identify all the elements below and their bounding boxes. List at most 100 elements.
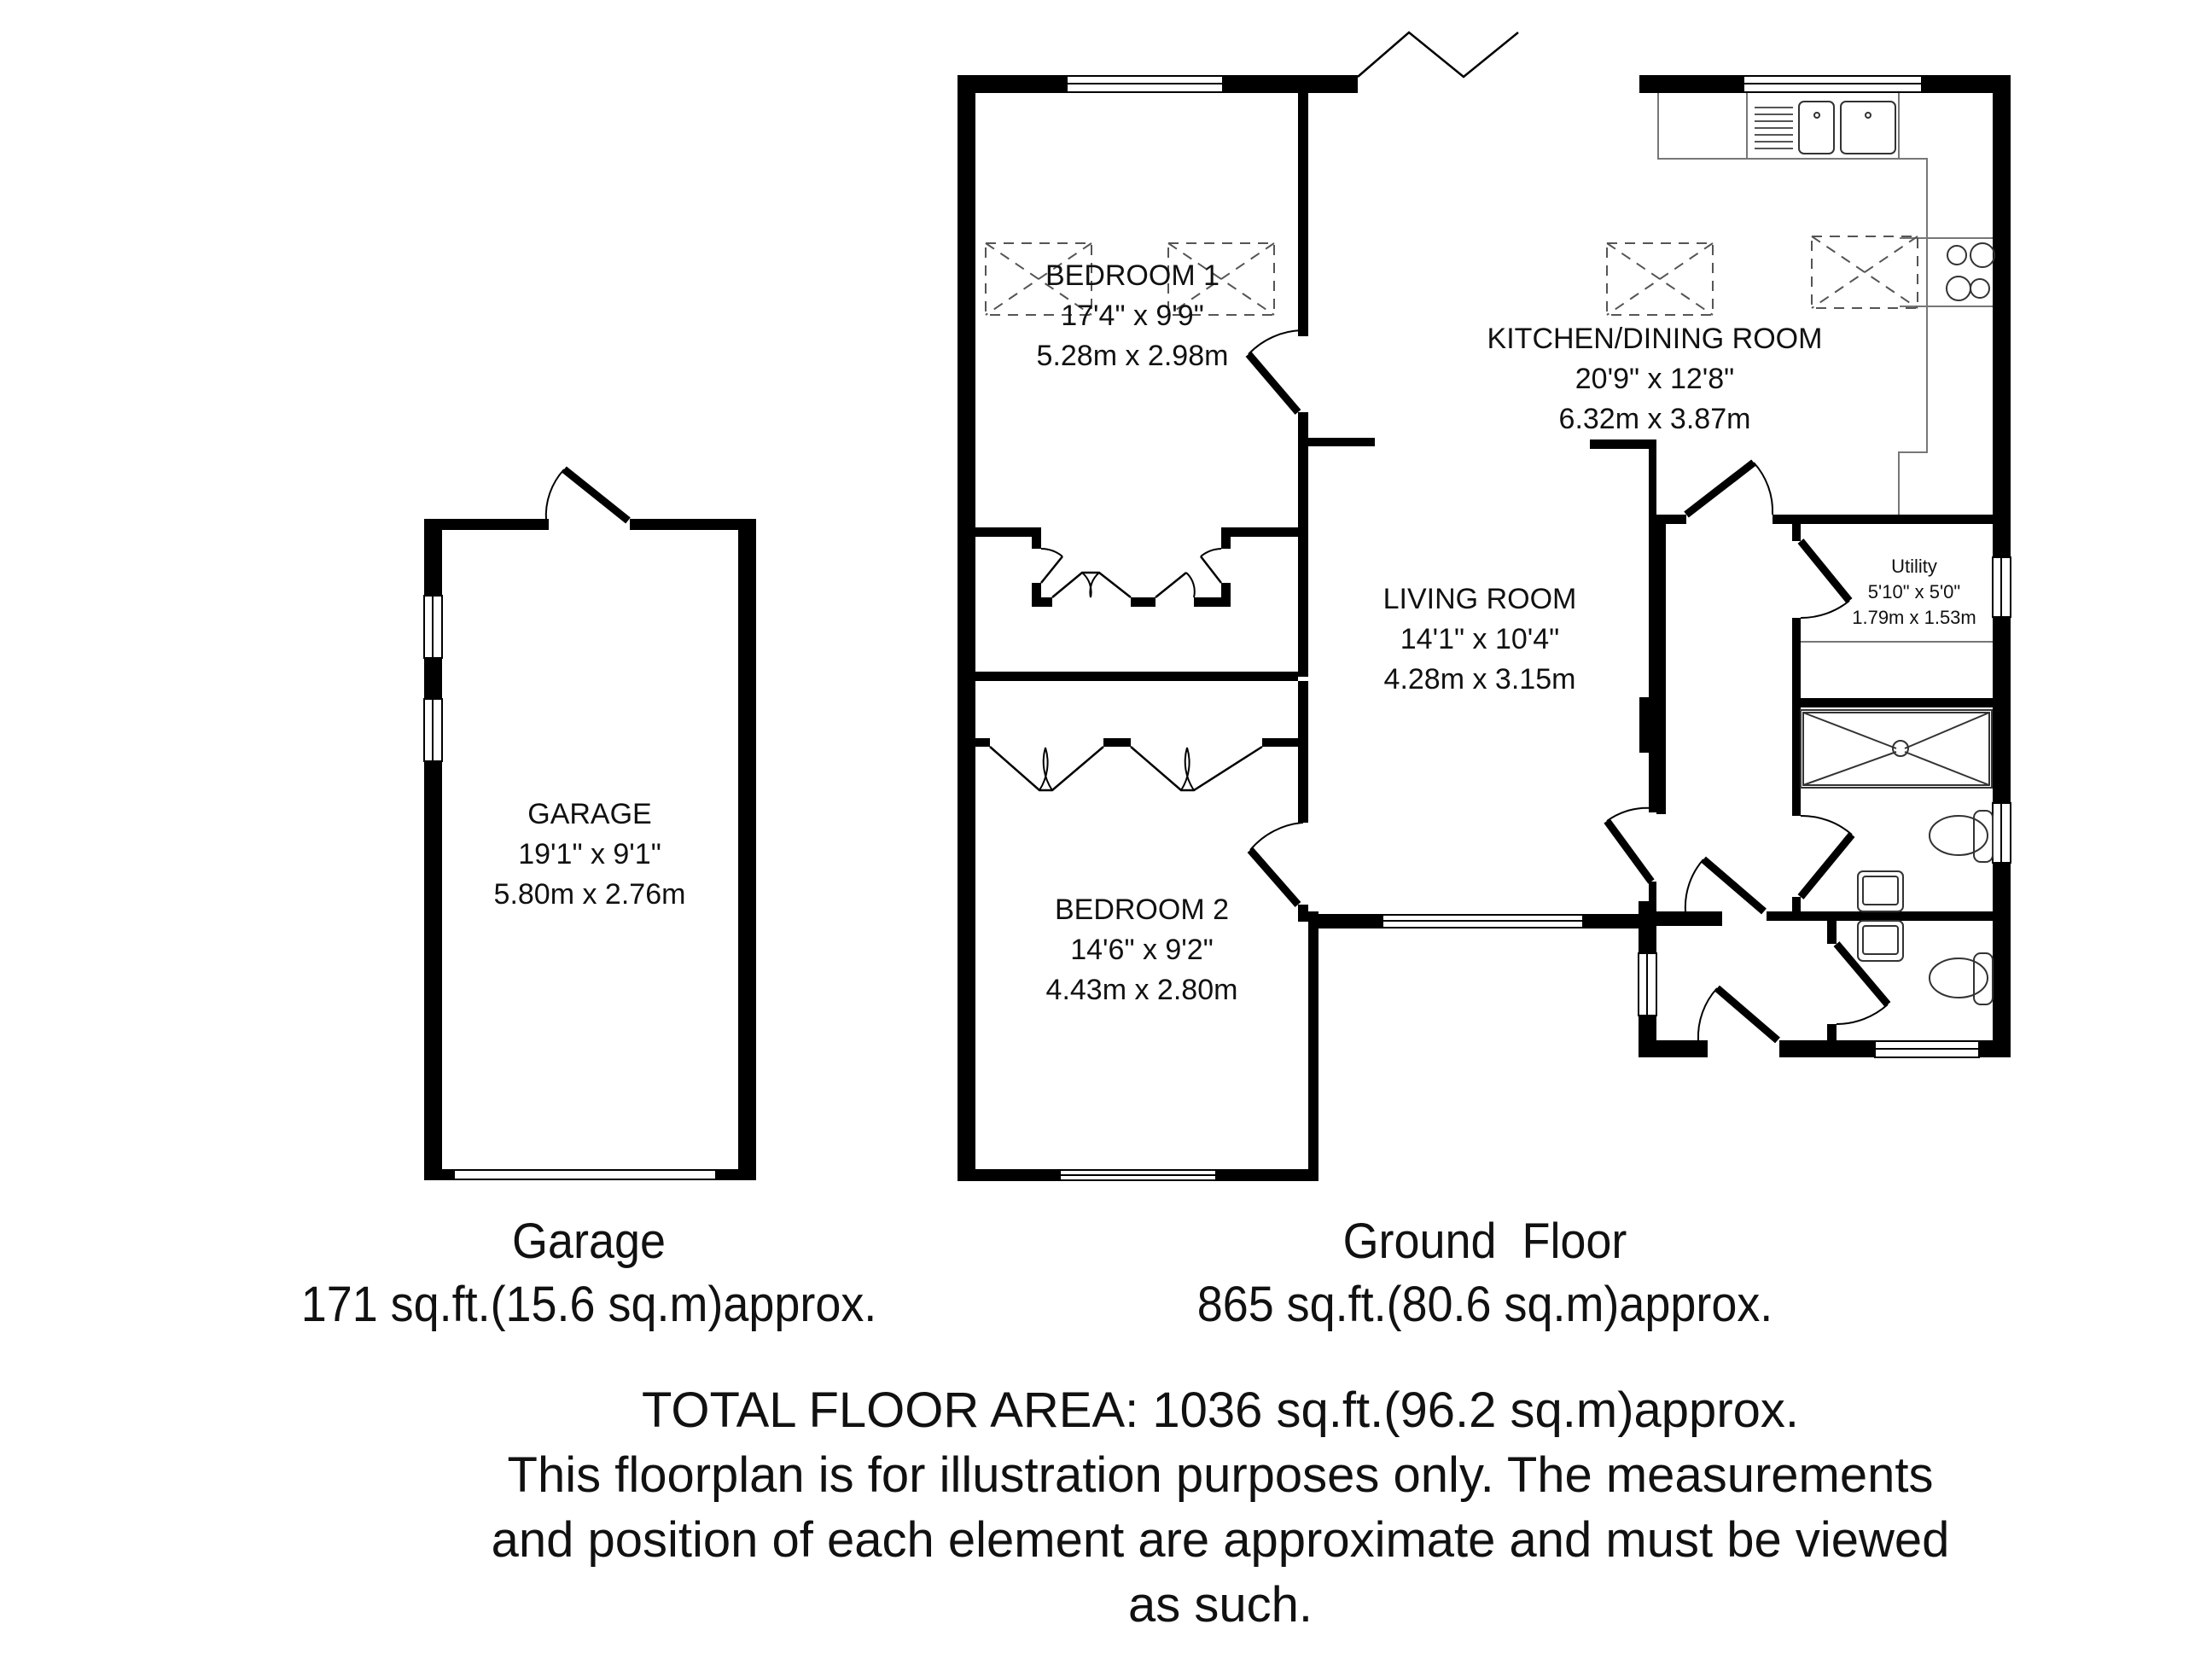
garage-wall-left (424, 761, 442, 1180)
garage-floor-area: 171 sq.ft.(15.6 sq.m)approx. (300, 1277, 877, 1332)
hob-icon (1946, 242, 1995, 301)
wall-right-outer (1993, 617, 2011, 803)
wall-kitchen-bottom (1773, 515, 2011, 524)
wardrobe1-wall (1032, 583, 1041, 607)
toilet-icon (1929, 952, 1994, 1005)
kitchen-room-metric: 6.32m x 3.87m (1559, 403, 1751, 435)
garage-wall-top-left (424, 519, 549, 530)
ground-floor-area: 865 sq.ft.(80.6 sq.m)approx. (1196, 1277, 1773, 1332)
wall-utility-bath (1792, 698, 2011, 707)
wardrobe1-wall (1032, 527, 1041, 549)
utility-room-imperial: 5'10" x 5'0" (1868, 581, 1960, 602)
ground-floor-title: Ground Floor (1342, 1214, 1627, 1269)
bedroom2-room-metric: 4.43m x 2.80m (1046, 974, 1238, 1006)
total-floor-area: TOTAL FLOOR AREA: 1036 sq.ft.(96.2 sq.m)… (641, 1382, 1800, 1438)
living-room-metric: 4.28m x 3.15m (1384, 663, 1576, 696)
utility-room-name: Utility (1891, 556, 1937, 577)
wardrobe1-wall (1032, 597, 1052, 607)
wall-bottom-bedroom2 (1216, 1169, 1318, 1181)
living-room-imperial: 14'1" x 10'4" (1400, 623, 1559, 655)
bathroom-door-swing (1800, 814, 1853, 835)
ground-floor-plan: BEDROOM 1 17'4" x 9'9" 5.28m x 2.98m KIT… (958, 31, 2011, 1181)
sink-icon (1755, 101, 1896, 154)
front-door-leaf (1714, 985, 1780, 1044)
wall-bottom-bedroom2 (958, 1169, 1060, 1181)
wall-left-outer (958, 75, 975, 1181)
garage-wall-bottom (424, 1169, 454, 1180)
garage-floor-title: Garage (512, 1214, 666, 1269)
bedroom2-door-leaf (1247, 847, 1301, 907)
wardrobe2-doors (1130, 745, 1263, 792)
wall-bedroom1-hall (1298, 412, 1308, 677)
garage-wall-right (738, 519, 756, 1180)
garage-wall-top-right (630, 519, 756, 530)
wall-wc-bottom (1979, 1040, 2011, 1057)
wall-bedroom1-hall (1298, 93, 1308, 336)
wall-wc-left (1827, 921, 1837, 944)
basin-icon (1857, 920, 1904, 962)
toilet-icon (1929, 810, 1994, 863)
wardrobe1-wall (975, 527, 1040, 537)
wall-bedroom2-right (1298, 681, 1308, 823)
disclaimer-line: as such. (1128, 1577, 1313, 1633)
wc-door-swing (1836, 1004, 1889, 1025)
skylight-icon (985, 236, 1918, 316)
wall-top-bedroom1 (1223, 75, 1358, 93)
wall-bath-wc (1767, 911, 2011, 921)
wall-wc-left (1827, 1024, 1837, 1057)
wall-bottom-living (1308, 914, 1382, 928)
bathroom-door-leaf (1797, 832, 1855, 899)
bedroom1-room-imperial: 17'4" x 9'9" (1061, 300, 1204, 332)
utility-door-swing (1800, 600, 1850, 620)
wardrobe1-wall (1131, 597, 1155, 607)
bifold-patio-door (1357, 31, 1519, 79)
bedroom1-room-metric: 5.28m x 2.98m (1037, 340, 1229, 372)
garage-room-name: GARAGE (527, 798, 651, 830)
bedroom1-door-swing (1248, 329, 1304, 355)
garage-wall-bottom (716, 1169, 756, 1180)
bedroom2-room-imperial: 14'6" x 9'2" (1070, 934, 1214, 966)
wall-bathroom-left (1792, 707, 1801, 816)
living-room-name: LIVING ROOM (1383, 583, 1577, 615)
wall-top-bedroom1 (958, 75, 1067, 93)
garage-wall-left (424, 658, 442, 699)
wardrobe1-wall (1194, 597, 1222, 607)
garage-door-swing (544, 469, 565, 521)
basin-icon (1857, 870, 1904, 912)
hall-door-swing (1684, 859, 1704, 912)
wall-hall-left (1656, 524, 1666, 814)
wall-bathroom-left (1792, 897, 1801, 921)
wall-porch-bottom (1639, 1040, 1708, 1057)
garage-door-leaf (562, 466, 631, 524)
wardrobe1-wall (1221, 527, 1231, 549)
wall-right-outer (1993, 75, 2011, 557)
garage-door-opening (453, 1169, 717, 1180)
wall-kitchen-bottom (1656, 515, 1686, 524)
bedroom1-door-leaf (1245, 352, 1301, 415)
front-door-swing (1697, 987, 1718, 1041)
wardrobe2-wall (975, 738, 990, 747)
wardrobe1-wall (1221, 527, 1298, 537)
hall-door-leaf (1701, 856, 1767, 915)
wall-living-hall (1649, 882, 1656, 928)
wall-porch-left (1639, 926, 1656, 953)
garage-room-metric: 5.80m x 2.76m (494, 878, 686, 911)
kitchen-room-name: KITCHEN/DINING ROOM (1487, 323, 1823, 355)
bedroom1-room-name: BEDROOM 1 (1045, 259, 1220, 292)
wall-top-kitchen (1922, 75, 2011, 93)
utility-room-metric: 1.79m x 1.53m (1852, 607, 1976, 628)
wall-bedroom2-right (1298, 905, 1308, 922)
living-door-leaf (1604, 818, 1655, 884)
wall-bottom-living (1583, 914, 1649, 928)
wardrobe1-wall (1221, 583, 1231, 607)
utility-door-leaf (1797, 538, 1853, 603)
wardrobe2-wall (1103, 738, 1131, 747)
bedroom2-door-swing (1249, 822, 1304, 851)
wall-utility-left (1792, 524, 1801, 541)
garage-room-imperial: 19'1" x 9'1" (518, 838, 661, 870)
kitchen-door-leaf (1684, 459, 1756, 518)
kitchen-room-imperial: 20'9" x 12'8" (1575, 363, 1734, 395)
wall-hall-bottom (1639, 911, 1722, 926)
wall-bedroom2-top (975, 672, 1298, 681)
